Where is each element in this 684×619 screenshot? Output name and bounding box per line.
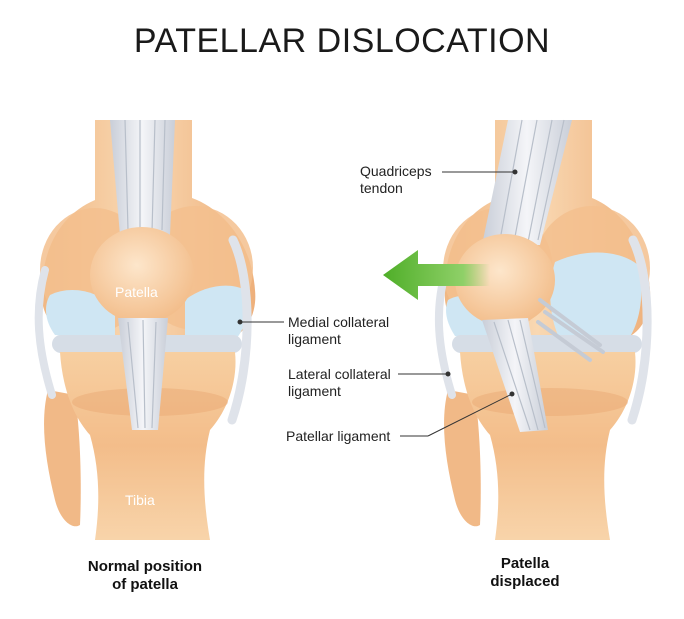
tibia-left bbox=[60, 352, 236, 540]
displaced-knee bbox=[434, 119, 652, 540]
fibula-right bbox=[444, 390, 481, 527]
cartilage-right bbox=[550, 252, 642, 340]
caption-displaced: Patella displaced bbox=[490, 555, 560, 590]
quadriceps-tendon-label: Quadriceps tendon bbox=[360, 163, 432, 196]
patella-label: Patella bbox=[115, 284, 158, 300]
lateral-collateral-ligament-left bbox=[34, 266, 56, 399]
quadriceps-tendon-left bbox=[110, 120, 175, 235]
patella-left bbox=[90, 227, 194, 323]
patellar-ligament-right bbox=[482, 318, 548, 432]
caption-normal: Normal position of patella bbox=[87, 558, 203, 593]
patellar-ligament-label: Patellar ligament bbox=[286, 428, 391, 444]
leader-lines bbox=[237, 169, 518, 437]
medial-collateral-ligament-right bbox=[627, 235, 652, 425]
tibia-label: Tibia bbox=[125, 492, 155, 508]
medial-collateral-ligament-label: Medial collateral ligament bbox=[288, 314, 390, 347]
cartilage-left bbox=[45, 290, 115, 340]
tibia-right bbox=[460, 352, 636, 540]
displacement-arrow bbox=[383, 250, 490, 300]
fibula-left bbox=[44, 390, 81, 527]
normal-knee bbox=[34, 119, 256, 540]
lateral-collateral-ligament-label: Lateral collateral ligament bbox=[288, 366, 391, 399]
page-title: PATELLAR DISLOCATION bbox=[133, 22, 551, 60]
patella-right bbox=[455, 234, 555, 326]
